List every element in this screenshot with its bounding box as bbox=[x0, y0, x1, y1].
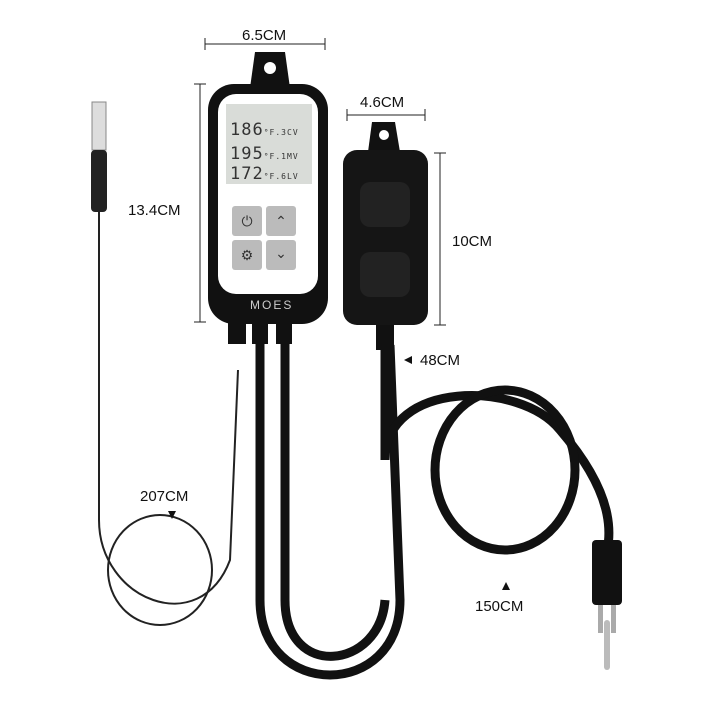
gear-icon: ⚙ bbox=[241, 247, 254, 263]
lcd-row-lv: 172°F.6LV bbox=[230, 164, 299, 184]
power-button[interactable] bbox=[232, 206, 262, 236]
probe-cord-label: 207CM bbox=[140, 488, 189, 505]
down-button[interactable] bbox=[266, 240, 296, 270]
lcd-row-cv: 186°F.3CV bbox=[230, 120, 299, 140]
up-arrow-icon: ⌃ bbox=[275, 213, 287, 229]
controller-width-label: 6.5CM bbox=[242, 27, 287, 44]
outlet-width-label: 4.6CM bbox=[360, 94, 405, 111]
power-cord-label: 150CM bbox=[475, 598, 524, 615]
settings-button[interactable] bbox=[232, 240, 262, 270]
power-plug bbox=[592, 540, 622, 605]
lcd-display: 186°F.3CV 195°F.1MV 172°F.6LV bbox=[226, 104, 312, 184]
probe-handle bbox=[91, 150, 107, 212]
outlet-cord-label: 48CM bbox=[420, 352, 461, 369]
controller-height-label: 13.4CM bbox=[128, 202, 181, 219]
down-arrow-icon: ⌄ bbox=[275, 245, 287, 261]
outlet-box bbox=[343, 150, 428, 325]
outlet-height-label: 10CM bbox=[452, 233, 493, 250]
probe-tip bbox=[91, 101, 107, 151]
brand-logo: MOES bbox=[250, 298, 294, 312]
lcd-row-mv: 195°F.1MV bbox=[230, 144, 299, 164]
power-icon: ⏻ bbox=[241, 213, 252, 229]
probe-cable bbox=[98, 212, 239, 605]
up-button[interactable] bbox=[266, 206, 296, 236]
